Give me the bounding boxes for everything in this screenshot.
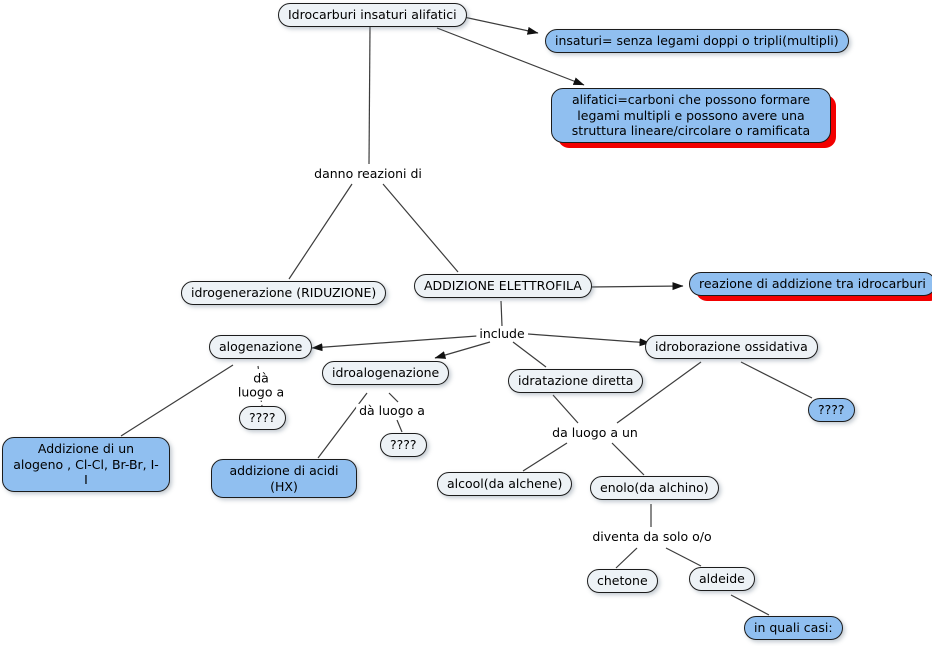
edge-daun-enolo	[611, 442, 645, 476]
edge-alogenazione-da1	[257, 365, 260, 374]
edge-danno-addizione	[382, 183, 459, 273]
node-idrocarburi-insaturi-alifatici[interactable]: Idrocarburi insaturi alifatici	[278, 3, 467, 27]
node-in-quali-casi[interactable]: in quali casi:	[744, 616, 843, 640]
edge-include-alogenazione	[311, 335, 478, 352]
node-reazione-di-addizione[interactable]: reazione di addizione tra idrocarburi	[689, 272, 932, 296]
edge-idratazione-daun	[552, 394, 579, 424]
node-alifatici-definizione[interactable]: alifatici=carboni che possono formare le…	[551, 88, 831, 143]
edge-diventa-aldeide	[665, 547, 702, 567]
edge-idroborazione-qblue	[740, 361, 813, 399]
link-label-diventa-da-solo[interactable]: diventa da solo o/o	[589, 529, 715, 545]
link-label-danno-reazioni-di[interactable]: danno reazioni di	[311, 166, 425, 182]
node-enolo-da-alchino[interactable]: enolo(da alchino)	[590, 476, 719, 500]
link-label-include[interactable]: include	[476, 326, 528, 342]
node-addizione-elettrofila[interactable]: ADDIZIONE ELETTROFILA	[414, 274, 592, 298]
edge-daun-alcool	[522, 442, 568, 472]
node-addizione-alogeno[interactable]: Addizione di un alogeno , Cl-Cl, Br-Br, …	[2, 437, 170, 492]
edge-danno-idrogenazione	[288, 183, 353, 280]
edge-addizione-include	[500, 300, 503, 327]
node-alcool-da-alchene[interactable]: alcool(da alchene)	[437, 472, 573, 496]
edge-aldeide-inqualicasi	[730, 594, 770, 616]
edge-root-alifatici	[436, 27, 585, 86]
node-idroborazione-ossidativa[interactable]: idroborazione ossidativa	[645, 335, 818, 359]
node-insaturi-definizione[interactable]: insaturi= senza legami doppi o tripli(mu…	[545, 29, 849, 53]
node-chetone[interactable]: chetone	[587, 569, 658, 593]
link-label-da-luogo-a-2[interactable]: dà luogo a	[356, 403, 428, 419]
edge-da2-q2	[396, 419, 403, 433]
link-label-da-luogo-a-1[interactable]: dà luogo a	[234, 371, 288, 401]
node-aldeide[interactable]: aldeide	[689, 567, 755, 591]
edge-root-danno	[368, 26, 371, 165]
node-question-idroborazione[interactable]: ????	[808, 398, 855, 422]
node-question-alogenazione[interactable]: ????	[239, 406, 286, 430]
node-question-idroalogenazione[interactable]: ????	[380, 433, 427, 457]
edge-idroborazione-daun	[616, 361, 702, 424]
node-addizione-acidi-hx[interactable]: addizione di acidi (HX)	[211, 459, 357, 499]
node-idroalogenazione[interactable]: idroalogenazione	[322, 361, 450, 385]
edge-root-insaturi	[458, 15, 539, 35]
edge-include-idroborazione	[527, 333, 651, 347]
edge-idroalogenazione-da2	[388, 392, 399, 403]
node-idratazione-diretta[interactable]: idratazione diretta	[508, 369, 644, 393]
edge-alogenazione-addizione-alogeno	[120, 364, 234, 437]
node-alogenazione[interactable]: alogenazione	[209, 335, 313, 359]
edge-diventa-chetone	[615, 547, 638, 569]
link-label-da-luogo-a-un[interactable]: da luogo a un	[549, 425, 641, 441]
node-idrogenerazione-riduzione[interactable]: idrogenerazione (RIDUZIONE)	[181, 281, 387, 305]
edge-include-idratazione	[512, 341, 547, 368]
edge-addizione-reazione	[588, 282, 684, 291]
edge-include-idroalogenazione	[434, 341, 491, 359]
